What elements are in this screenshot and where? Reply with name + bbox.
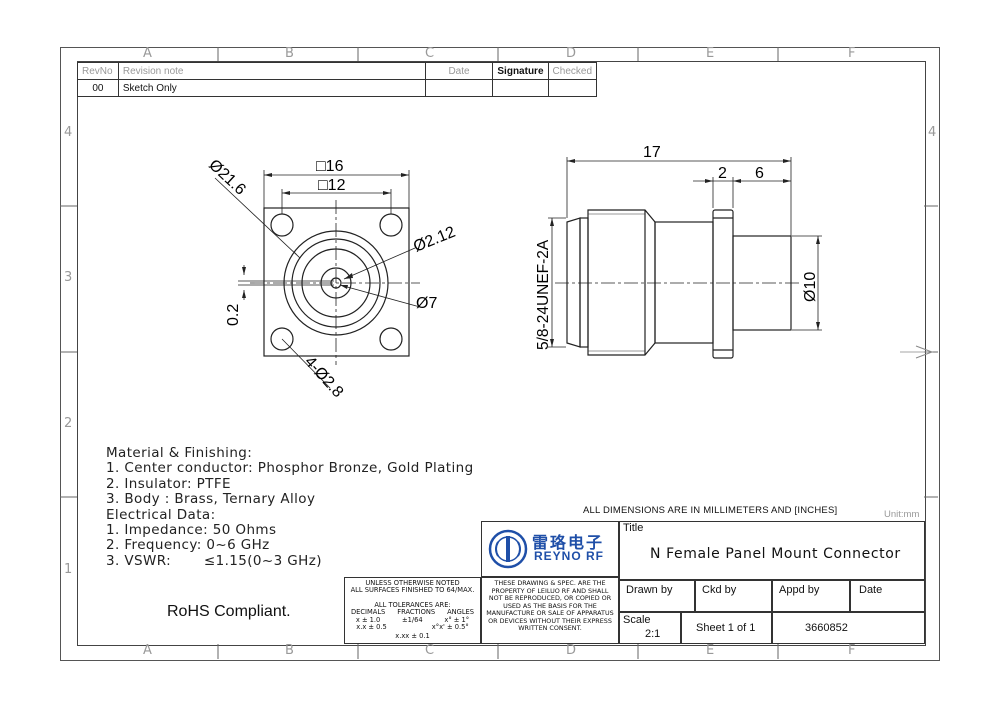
zone-top-e: E [706, 46, 715, 61]
zone-bottom-f: F [848, 643, 856, 658]
note-line: 1. Impedance: 50 Ohms [106, 522, 277, 539]
zone-bottom-d: D [566, 643, 577, 658]
zone-left-4: 4 [64, 125, 73, 140]
dim-inner-square: □12 [318, 177, 346, 194]
dim-insulator-diameter: Ø7 [416, 295, 437, 312]
reyno-logo-icon [488, 529, 528, 569]
property-notice: THESE DRAWING & SPEC. ARE THE PROPERTY O… [486, 579, 614, 632]
note-line: Electrical Data: [106, 506, 216, 523]
zone-left-2: 2 [64, 416, 73, 431]
zone-bottom-b: B [285, 643, 294, 658]
tolerance-line3: ALL TOLERANCES ARE: [374, 600, 451, 609]
dim-overall-length: 17 [643, 144, 661, 161]
rohs-statement: RoHS Compliant. [167, 603, 291, 620]
zone-bottom-c: C [425, 643, 435, 658]
date-label: Date [859, 584, 883, 596]
note-line: 2. Frequency: 0~6 GHz [106, 537, 270, 554]
tolerance-block: UNLESS OTHERWISE NOTED ALL SURFACES FINI… [344, 577, 481, 644]
drawing-title: N Female Panel Mount Connector [650, 546, 901, 562]
tolerance-dec1: x ± 1.0 [355, 615, 381, 624]
ckd-by-cell: Ckd by [695, 580, 772, 612]
appd-by-cell: Appd by [772, 580, 850, 612]
zone-bottom-a: A [143, 643, 152, 658]
logo-english-name: REYNO RF [534, 549, 605, 563]
zone-top-f: F [848, 46, 856, 61]
tolerance-dec3: x.xx ± 0.1 [395, 632, 430, 641]
part-number: 3660852 [805, 622, 848, 634]
note-line: 3. VSWR: ≤1.15(0~3 GHz) [106, 552, 322, 569]
zone-left-1: 1 [64, 562, 73, 577]
drawing-outer-frame [60, 47, 940, 661]
zone-left-3: 3 [64, 270, 73, 285]
material-notes: Material & Finishing: 1. Center conducto… [106, 445, 474, 569]
date-cell: Date [850, 580, 925, 612]
dim-flange-thickness: 2 [718, 165, 727, 182]
appd-by-label: Appd by [779, 584, 820, 596]
zone-top-b: B [285, 46, 294, 61]
property-notice-block: THESE DRAWING & SPEC. ARE THE PROPERTY O… [481, 577, 619, 644]
sheet-cell: Sheet 1 of 1 [681, 612, 772, 644]
part-number-cell: 3660852 [772, 612, 925, 644]
tolerance-frac: ±1/64 [402, 615, 423, 624]
note-line: 3. Body : Brass, Ternary Alloy [106, 491, 316, 508]
zone-top-a: A [143, 46, 152, 61]
tolerance-columns: DECIMALS FRACTIONS ANGLES [345, 608, 480, 617]
tolerance-col-fractions: FRACTIONS [397, 608, 436, 617]
zone-top-c: C [425, 46, 435, 61]
note-line: 1. Center conductor: Phosphor Bronze, Go… [106, 460, 474, 477]
tolerance-line2: ALL SURFACES FINISHED TO 64/MAX. [350, 586, 475, 595]
note-line: Material & Finishing: [106, 445, 253, 461]
dim-thread: 5/8-24UNEF-2A [535, 239, 552, 350]
unit-label: Unit:mm [884, 509, 920, 520]
title-cell: Title N Female Panel Mount Connector [619, 521, 925, 580]
dim-body-diameter: Ø10 [802, 272, 819, 302]
note-line: 2. Insulator: PTFE [106, 475, 231, 492]
dim-rear-length: 6 [755, 165, 764, 182]
tolerance-values-row1: x ± 1.0 ±1/64 x° ± 1° [345, 615, 480, 624]
rev-header-checked: Checked [547, 62, 598, 80]
title-label: Title [623, 522, 644, 534]
scale-cell: Scale 2:1 [619, 612, 681, 644]
zone-right-4: 4 [928, 125, 937, 140]
ckd-by-label: Ckd by [702, 584, 737, 596]
rev-checked [547, 79, 598, 97]
drawn-by-cell: Drawn by [619, 580, 695, 612]
tolerance-col-decimals: DECIMALS [350, 608, 386, 617]
zone-bottom-e: E [706, 643, 715, 658]
sheet-value: Sheet 1 of 1 [696, 622, 756, 634]
tolerance-ang2: x°x' ± 0.5° [431, 623, 469, 632]
tolerance-values-row2: x.x ± 0.5 x°x' ± 0.5° [345, 623, 480, 632]
dim-offset: 0.2 [225, 304, 242, 326]
revision-table: RevNo Revision note Date Signature Check… [77, 62, 598, 97]
rev-note: Sketch Only [117, 79, 426, 97]
tolerance-ang1: x° ± 1° [444, 615, 470, 624]
scale-value: 2:1 [645, 628, 661, 640]
logo-chinese-name: 雷珞电子 [532, 533, 605, 552]
dim-outer-square: □16 [316, 158, 344, 175]
logo-block: 雷珞电子 REYNO RF [481, 521, 619, 577]
tolerance-col-angles: ANGLES [447, 608, 475, 617]
revision-row: 00 Sketch Only [77, 79, 598, 97]
scale-label: Scale [623, 614, 651, 626]
drawing-inner-frame [77, 61, 926, 646]
tolerance-dec2: x.x ± 0.5 [356, 623, 387, 632]
zone-top-d: D [566, 46, 577, 61]
drawn-by-label: Drawn by [626, 584, 673, 596]
dimensions-note: ALL DIMENSIONS ARE IN MILLIMETERS AND [I… [583, 505, 838, 516]
tolerance-line1: UNLESS OTHERWISE NOTED [365, 579, 460, 587]
